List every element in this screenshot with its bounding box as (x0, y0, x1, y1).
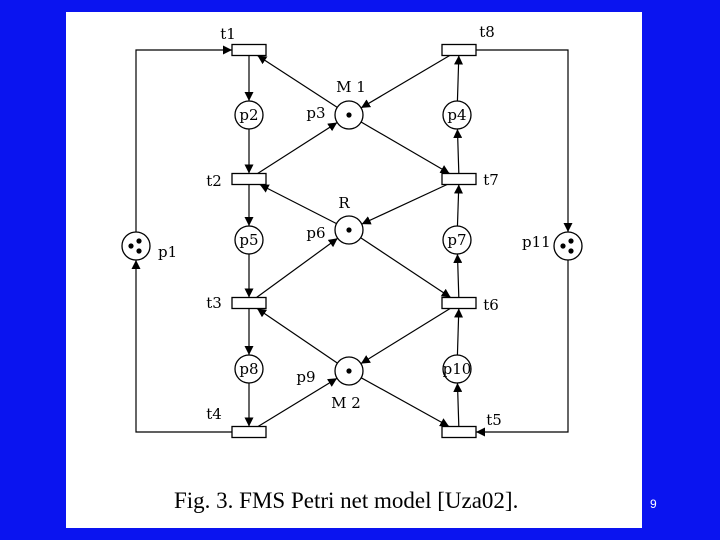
transition-t4 (231, 425, 267, 439)
place-p2 (234, 100, 264, 130)
place-p7 (442, 225, 472, 255)
labels-layer: p1 p2 p3 M 1 p4 p5 p6 Rp7 p8 p9 M 2 p10 p11 t1 t2 t3 t4 t… (158, 23, 551, 429)
transition-label-t5: t5 (486, 411, 502, 429)
arcs-layer (131, 45, 573, 437)
arc-p9-to-t3 (256, 308, 338, 364)
arc-p9-to-t5 (360, 377, 450, 428)
transition-label-t3: t3 (206, 294, 222, 312)
arc-p1-to-t1 (135, 45, 232, 232)
transition-t5 (441, 425, 477, 439)
transition-t1 (231, 43, 267, 57)
arc-t6-to-p9 (360, 307, 451, 365)
arc-p7-to-t7 (454, 184, 464, 227)
place-label-p7: p7 (447, 231, 466, 249)
arc-t8-to-p3 (360, 54, 450, 109)
token-p1-1 (128, 243, 134, 249)
token-p11-1 (560, 243, 566, 249)
transition-label-t7: t7 (483, 171, 499, 189)
arc-t5-to-p10 (453, 382, 463, 427)
token-p1-2 (136, 238, 142, 244)
place-label-p1: p1 (158, 243, 177, 261)
transition-label-t6: t6 (483, 296, 499, 314)
transition-label-t1: t1 (220, 25, 236, 43)
petri-net-diagram: p1 p2 p3 M 1 p4 p5 p6 Rp7 p8 p9 M 2 p10 p11 t1 t2 t3 t4 t… (121, 23, 583, 439)
place-label-p4: p4 (447, 106, 466, 124)
arc-t2-to-p3 (257, 122, 338, 175)
arc-p3-to-t7 (360, 121, 450, 175)
place-label-p3: p3 (306, 104, 325, 122)
resource-label-p3: M 1 (336, 78, 366, 96)
place-label-p10: p10 (443, 360, 472, 378)
token-p3-1 (346, 112, 352, 118)
arc-t7-to-p6 (361, 183, 448, 225)
transition-label-t4: t4 (206, 405, 222, 423)
place-label-p8: p8 (239, 360, 258, 378)
resource-label-p9: M 2 (331, 394, 361, 412)
arc-t4-to-p1 (131, 260, 232, 433)
place-label-p9: p9 (296, 368, 315, 386)
arc-t6-to-p7 (453, 253, 463, 298)
transition-t3 (231, 296, 267, 310)
token-p9-1 (346, 368, 352, 374)
arc-p10-to-t6 (454, 308, 464, 356)
transition-t8 (441, 43, 477, 57)
place-label-p6: p6 (306, 224, 325, 242)
slide-number: 9 (650, 497, 657, 511)
token-p6-1 (346, 227, 352, 233)
token-p11-2 (568, 238, 574, 244)
arc-p6-to-t2 (259, 183, 337, 225)
place-label-p11: p11 (522, 233, 551, 251)
arc-t4-to-p9 (257, 377, 338, 428)
transition-t6 (441, 296, 477, 310)
transition-label-t8: t8 (479, 23, 495, 41)
transition-t2 (231, 172, 267, 186)
place-p4 (442, 100, 472, 130)
transition-label-t2: t2 (206, 172, 222, 190)
arc-t3-to-p6 (256, 237, 339, 298)
token-p1-3 (136, 248, 142, 254)
arc-p6-to-t6 (360, 237, 452, 298)
resource-label-p6: R (338, 194, 350, 212)
arc-p3-to-t1 (257, 54, 338, 108)
figure-caption: Fig. 3. FMS Petri net model [Uza02]. (174, 488, 519, 513)
arc-p4-to-t8 (454, 55, 464, 102)
arc-p11-to-t5 (476, 260, 569, 437)
place-p8 (234, 354, 264, 384)
place-label-p2: p2 (239, 106, 258, 124)
transition-t7 (441, 172, 477, 186)
place-label-p5: p5 (239, 231, 258, 249)
arc-t7-to-p4 (453, 128, 463, 174)
token-p11-3 (568, 248, 574, 254)
place-p10 (442, 354, 472, 384)
place-p11 (553, 231, 583, 261)
place-p5 (234, 225, 264, 255)
nodes-layer (121, 43, 583, 439)
place-p1 (121, 231, 151, 261)
arc-t8-to-p11 (476, 49, 573, 232)
